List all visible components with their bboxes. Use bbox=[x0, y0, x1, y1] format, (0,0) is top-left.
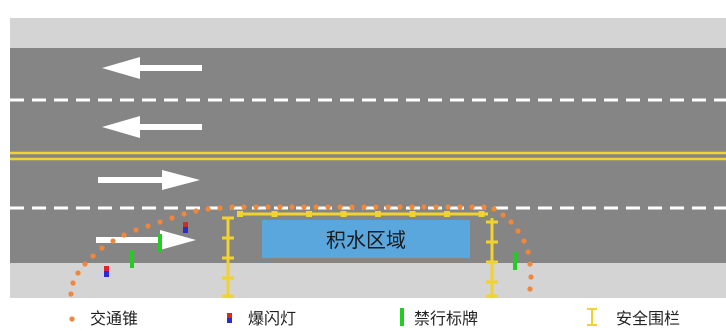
top-shoulder bbox=[10, 18, 726, 48]
traffic-cone bbox=[133, 227, 139, 233]
fence-post bbox=[237, 211, 243, 217]
traffic-cone bbox=[68, 291, 74, 297]
traffic-cone bbox=[265, 204, 271, 210]
traffic-cone bbox=[110, 238, 116, 244]
traffic-cone bbox=[70, 280, 76, 286]
traffic-cone bbox=[433, 204, 439, 210]
traffic-cone bbox=[508, 219, 514, 225]
legend-label-sign: 禁行标牌 bbox=[414, 309, 479, 328]
traffic-cone bbox=[289, 204, 295, 210]
strobe-light-2 bbox=[183, 222, 188, 233]
legend-item-sign: 禁行标牌 bbox=[398, 303, 478, 331]
strobe-light-1 bbox=[104, 266, 109, 277]
strobe-light-icon bbox=[227, 313, 232, 323]
fence-post bbox=[306, 211, 312, 217]
traffic-cone bbox=[145, 223, 151, 229]
traffic-cone bbox=[421, 204, 427, 210]
traffic-cone bbox=[75, 270, 81, 276]
traffic-cone bbox=[205, 206, 211, 212]
arrow-right-lane-3 bbox=[98, 170, 200, 190]
legend: 交通锥 爆闪灯 禁行标牌 安全围栏 bbox=[0, 303, 726, 331]
arrow-left-lane-2 bbox=[102, 116, 202, 138]
traffic-cone bbox=[253, 204, 259, 210]
traffic-cone bbox=[325, 204, 331, 210]
legend-label-fence: 安全围栏 bbox=[616, 309, 681, 328]
traffic-cone bbox=[169, 215, 175, 221]
traffic-cone bbox=[521, 238, 527, 244]
traffic-cone bbox=[313, 204, 319, 210]
traffic-cone bbox=[241, 204, 247, 210]
traffic-cone bbox=[481, 204, 487, 210]
legend-item-flash: 爆闪灯 bbox=[226, 303, 296, 331]
traffic-cone bbox=[157, 219, 163, 225]
traffic-cone bbox=[491, 206, 497, 212]
traffic-cone bbox=[528, 274, 534, 280]
fence-post bbox=[271, 211, 278, 217]
water-zone bbox=[262, 220, 470, 258]
traffic-cone bbox=[500, 212, 506, 218]
traffic-cone bbox=[397, 204, 403, 210]
traffic-cone bbox=[469, 204, 475, 210]
traffic-cone bbox=[193, 208, 199, 214]
traffic-cone bbox=[457, 204, 463, 210]
safety-fence bbox=[222, 211, 498, 298]
traffic-cone bbox=[373, 204, 379, 210]
top-margin bbox=[0, 0, 726, 18]
traffic-cone bbox=[361, 204, 367, 210]
legend-item-fence: 安全围栏 bbox=[586, 303, 680, 331]
legend-label-flash: 爆闪灯 bbox=[248, 309, 297, 328]
traffic-cone bbox=[385, 204, 391, 210]
arrow-left-lane-1 bbox=[102, 57, 202, 79]
traffic-cone bbox=[277, 204, 283, 210]
traffic-cone bbox=[527, 286, 533, 292]
no-entry-sign-1 bbox=[130, 250, 134, 268]
traffic-cone bbox=[337, 204, 343, 210]
traffic-cone bbox=[515, 228, 521, 234]
fence-post bbox=[340, 211, 347, 217]
traffic-cone bbox=[229, 204, 235, 210]
water-zone-label: 积水区域 bbox=[326, 228, 406, 252]
legend-label-cone: 交通锥 bbox=[90, 309, 139, 328]
safety-fence-icon bbox=[587, 308, 597, 326]
arrow-right-lane-4 bbox=[96, 230, 196, 250]
traffic-cone bbox=[90, 253, 96, 259]
traffic-cone bbox=[82, 261, 88, 267]
traffic-cone-icon bbox=[69, 316, 75, 322]
traffic-cone bbox=[445, 204, 451, 210]
traffic-cone bbox=[99, 245, 105, 251]
bottom-shoulder bbox=[10, 263, 726, 298]
fence-post bbox=[409, 211, 416, 217]
legend-item-cone: 交通锥 bbox=[68, 303, 138, 331]
fence-post bbox=[375, 211, 381, 217]
no-entry-sign-3 bbox=[513, 252, 517, 270]
traffic-cone bbox=[181, 211, 187, 217]
traffic-cone bbox=[301, 204, 307, 210]
traffic-cone bbox=[217, 205, 223, 211]
no-entry-sign-icon bbox=[400, 308, 404, 326]
traffic-cone bbox=[525, 249, 531, 255]
traffic-cone bbox=[349, 204, 355, 210]
fence-post bbox=[478, 211, 485, 217]
traffic-cone bbox=[121, 232, 127, 238]
traffic-cone bbox=[409, 204, 415, 210]
traffic-cone bbox=[527, 261, 533, 267]
no-entry-sign-2 bbox=[158, 234, 162, 252]
fence-post bbox=[444, 211, 450, 217]
traffic-cones bbox=[68, 204, 534, 297]
